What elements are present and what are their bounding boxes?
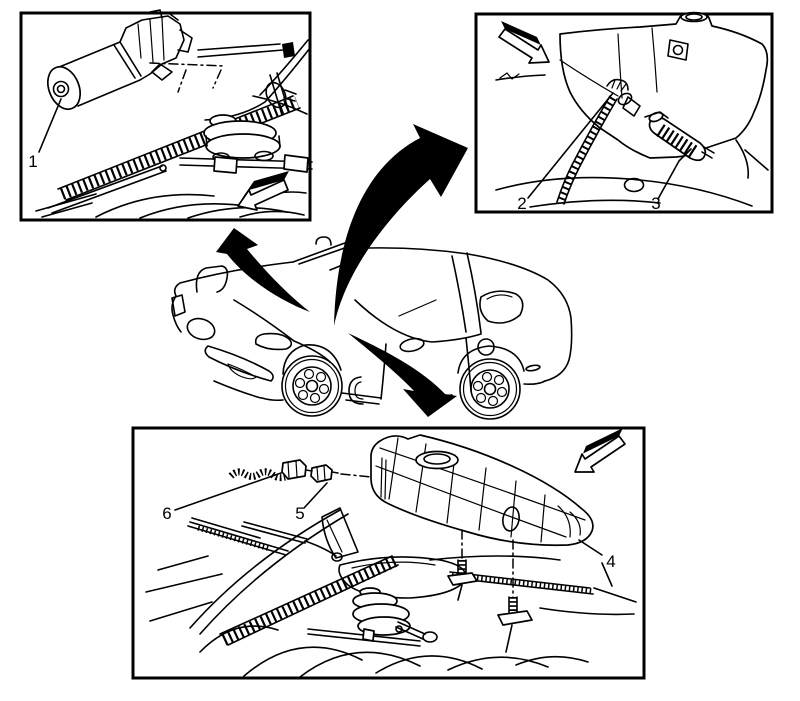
panel-frame <box>19 11 312 222</box>
cowl-frame-right <box>429 555 637 616</box>
callout-1-leader <box>38 98 62 153</box>
washer-container-panel: 4 5 6 <box>131 426 646 680</box>
front-wheel <box>281 355 343 417</box>
wiring-harness <box>228 459 313 482</box>
callout-1: 1 <box>28 98 62 171</box>
mounting-studs <box>447 529 533 653</box>
callout-3-leader <box>657 148 692 200</box>
view-direction-arrow <box>498 21 550 64</box>
view-direction-arrow <box>237 171 289 211</box>
callout-3-label: 3 <box>651 194 660 213</box>
view-direction-arrow <box>574 428 626 473</box>
arrow-to-wiper-motor-panel <box>216 228 310 312</box>
panel-frame <box>131 426 646 680</box>
car-body <box>173 236 573 400</box>
callout-4-label: 4 <box>606 552 615 571</box>
arrow-to-container-panel <box>348 333 457 417</box>
callout-6-leader <box>174 472 282 511</box>
washer-hose <box>556 78 641 205</box>
callout-5-label: 5 <box>295 504 304 523</box>
washer-reservoir-panel: 2 3 <box>474 11 774 214</box>
wiper-motor <box>46 9 193 111</box>
callout-6: 6 <box>162 472 282 523</box>
washer-reservoir <box>559 11 769 159</box>
wiper-linkage-pivot <box>307 587 438 647</box>
callout-2: 2 <box>517 92 614 213</box>
harness-connector <box>310 464 373 483</box>
callout-2-label: 2 <box>517 194 526 213</box>
panel-frame <box>474 12 774 214</box>
cowl-area <box>145 507 359 635</box>
mounting-alignment-lines <box>149 62 225 93</box>
callout-2-leader <box>527 92 614 199</box>
car-front-end <box>171 265 331 399</box>
body-contour-curves <box>495 72 769 208</box>
washer-solvent-container <box>370 434 594 547</box>
callout-3: 3 <box>651 148 692 213</box>
callout-6-label: 6 <box>162 504 171 523</box>
callout-5: 5 <box>295 482 328 523</box>
locator-arrows <box>216 124 468 417</box>
arrow-to-reservoir-panel <box>334 124 468 326</box>
wiper-arm-blade <box>187 517 343 562</box>
callout-1-label: 1 <box>28 152 37 171</box>
plenum-opening <box>338 556 467 599</box>
wiper-motor-panel: 1 <box>19 9 313 222</box>
vehicle-illustration <box>171 236 573 420</box>
body-panel-lines <box>197 39 311 121</box>
callout-5-leader <box>303 482 328 509</box>
callout-4: 4 <box>578 539 616 571</box>
car-lower-body <box>261 344 546 405</box>
callout-4-leader <box>578 539 603 556</box>
wiper-linkage-pivot <box>47 114 313 214</box>
rear-wheel <box>459 358 521 420</box>
washer-hose <box>265 72 297 116</box>
body-contour-curves <box>199 625 589 678</box>
